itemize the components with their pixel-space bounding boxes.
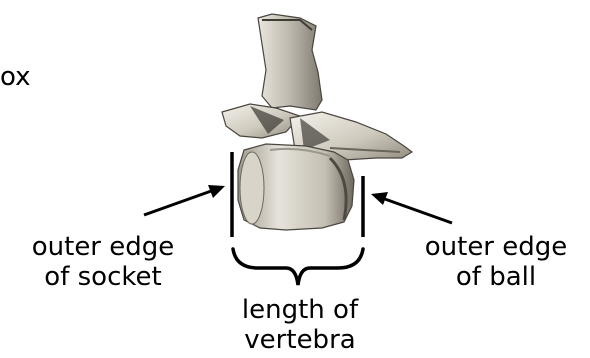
vertebra-length-label: length of vertebra [215, 295, 385, 355]
ball-label-line2: of ball [403, 262, 589, 292]
socket-edge-label: outer edge of socket [4, 232, 202, 292]
socket-label-line2: of socket [4, 262, 202, 292]
socket-arrow [144, 185, 225, 215]
length-label-line1: length of [215, 295, 385, 325]
cropped-text-fragment: ox [0, 62, 31, 92]
length-label-line2: vertebra [215, 325, 385, 355]
ball-edge-label: outer edge of ball [403, 232, 589, 292]
ball-arrow [371, 192, 452, 223]
neural-spine [258, 14, 322, 110]
ball-label-line1: outer edge [403, 232, 589, 262]
socket-label-line1: outer edge [4, 232, 202, 262]
length-brace [233, 249, 363, 285]
